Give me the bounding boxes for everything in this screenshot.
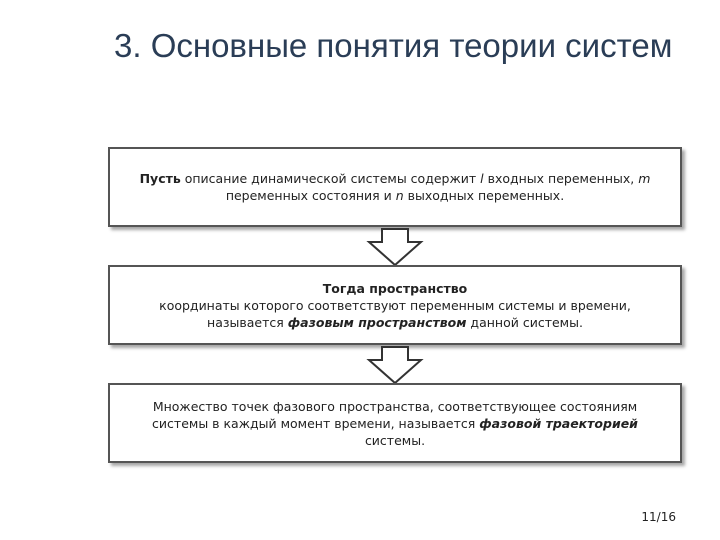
down-arrow-icon: [366, 346, 424, 385]
box1-text-b: входных переменных,: [483, 171, 639, 186]
definition-box-phase-space: Тогда пространство координаты которого с…: [108, 265, 682, 345]
page-number: 11/16: [641, 510, 676, 524]
definition-box-phase-trajectory: Множество точек фазового пространства, с…: [108, 383, 682, 463]
box2-line2: координаты которого соответствуют переме…: [159, 297, 631, 313]
keyword-pust: Пусть: [139, 171, 181, 186]
box2-line1: Тогда пространство: [122, 280, 668, 297]
term-phase-trajectory: фазовой траекторией: [479, 415, 638, 431]
slide-title: 3. Основные понятия теории систем: [114, 27, 673, 64]
variable-l: l: [480, 171, 484, 186]
box3-line2: системы в каждый момент времени, называе…: [122, 415, 668, 432]
variable-n: n: [395, 188, 404, 203]
term-phase-space: фазовым пространством: [287, 314, 467, 330]
box1-text-c: переменных состояния и: [225, 188, 396, 203]
down-arrow-icon: [366, 228, 424, 267]
box3-text-a: системы в каждый момент времени, называе…: [152, 415, 480, 431]
definition-box-inputs: Пусть описание динамической системы соде…: [108, 147, 682, 227]
box1-text-d: выходных переменных.: [403, 188, 565, 203]
variable-m: m: [638, 171, 651, 186]
box3-line3: системы.: [364, 432, 426, 448]
box1-text-a: описание динамической системы содержит: [180, 171, 481, 186]
box2-text-b: данной системы.: [466, 314, 583, 330]
box1-line1: Пусть описание динамической системы соде…: [122, 170, 668, 187]
keyword-togda: Тогда пространство: [322, 280, 468, 296]
box1-line2: переменных состояния и n выходных переме…: [122, 187, 668, 204]
box2-line3: называется фазовым пространством данной …: [122, 314, 668, 331]
box3-line1: Множество точек фазового пространства, с…: [152, 398, 638, 414]
box2-text-a: называется: [207, 314, 288, 330]
